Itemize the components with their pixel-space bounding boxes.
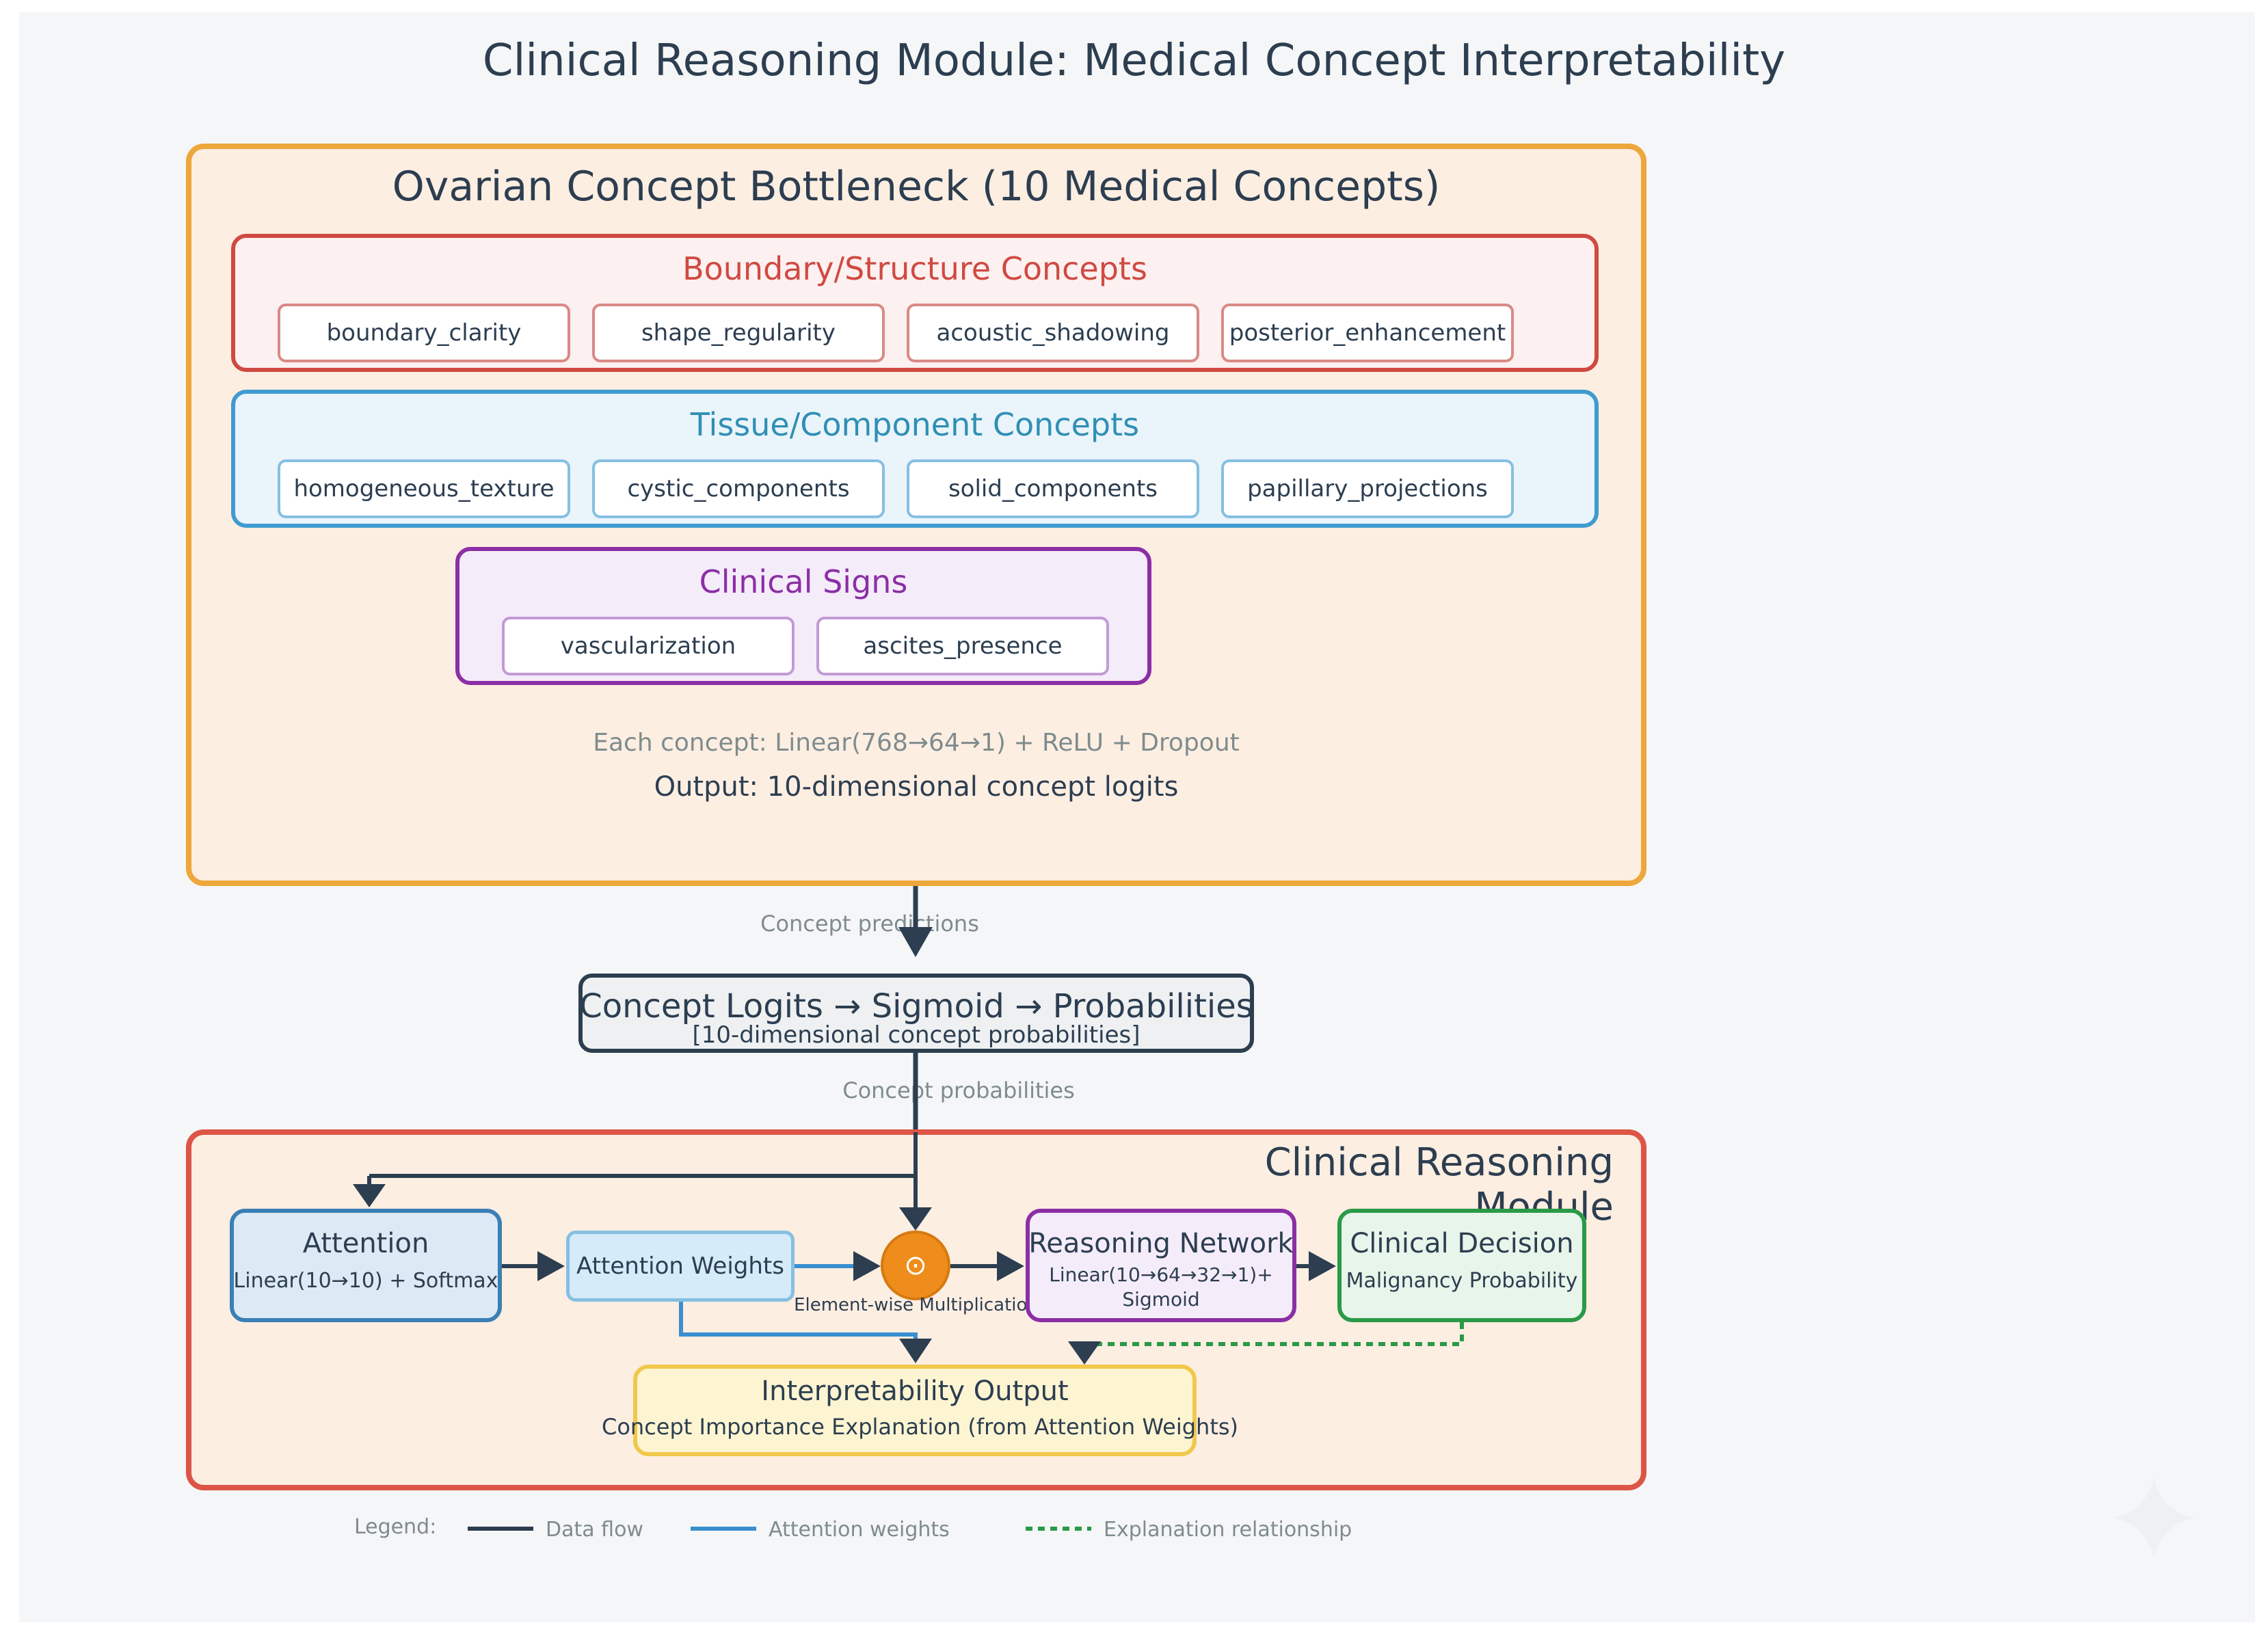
clinical-group-title: Clinical Signs: [699, 563, 908, 600]
concept-architecture-note: Each concept: Linear(768→64→1) + ReLU + …: [593, 729, 1240, 757]
reasoning-network-activation: Sigmoid: [1122, 1288, 1200, 1311]
concept-shape-regularity: shape_regularity: [592, 304, 885, 362]
concept-ascites-presence: ascites_presence: [816, 617, 1109, 675]
arrow-weights-to-interpretability: [679, 1302, 918, 1341]
reasoning-network-formula: Linear(10→64→32→1)+: [1049, 1263, 1273, 1286]
concept-solid-components: solid_components: [907, 459, 1199, 518]
attention-weights-label: Attention Weights: [576, 1252, 784, 1280]
attention-node: [230, 1209, 502, 1322]
concept-output-note: Output: 10-dimensional concept logits: [654, 771, 1179, 803]
arrow-loop-to-attention: [369, 1132, 918, 1178]
concept-boundary-clarity: boundary_clarity: [278, 304, 570, 362]
legend-item-data-flow: Data flow: [546, 1518, 643, 1542]
concept-homogeneous-texture: homogeneous_texture: [278, 459, 570, 518]
clinical-decision-title: Clinical Decision: [1350, 1228, 1574, 1259]
interpretability-output-node: [633, 1365, 1197, 1456]
probabilities-sub-label: [10-dimensional concept probabilities]: [692, 1021, 1140, 1049]
legend-label: Legend:: [354, 1515, 437, 1539]
arrowhead-to-attention: [353, 1184, 386, 1207]
arrowhead-reasoning-to-decision: [1309, 1251, 1336, 1281]
arrowhead-decision-to-interpretability: [1068, 1341, 1101, 1365]
multiply-icon: ⊙: [881, 1231, 950, 1300]
legend-item-attention-weights: Attention weights: [769, 1518, 950, 1542]
arrow-decision-to-interpretability: [1084, 1322, 1464, 1346]
attention-weights-node: [566, 1231, 795, 1302]
edge-label-concept-predictions: Concept predictions: [760, 911, 979, 937]
attention-formula: Linear(10→10) + Softmax: [233, 1269, 498, 1293]
clinical-decision-node: [1337, 1209, 1586, 1322]
reasoning-panel-title: Clinical Reasoning Module: [1264, 1140, 1614, 1229]
concept-papillary-projections: papillary_projections: [1221, 459, 1514, 518]
interpretability-sub: Concept Importance Explanation (from Att…: [602, 1414, 1239, 1440]
page-title: Clinical Reasoning Module: Medical Conce…: [482, 36, 1786, 86]
sparkle-watermark-icon: [2113, 1477, 2195, 1559]
arrowhead-attention-to-weights: [537, 1251, 565, 1281]
tissue-group-title: Tissue/Component Concepts: [690, 406, 1140, 443]
arrowhead-to-multiply: [899, 1207, 932, 1231]
multiply-symbol: ⊙: [904, 1250, 927, 1281]
legend-item-explanation: Explanation relationship: [1104, 1518, 1352, 1542]
concept-probabilities-node: [578, 974, 1254, 1053]
concept-posterior-enhancement: posterior_enhancement: [1221, 304, 1514, 362]
probabilities-main-label: Concept Logits → Sigmoid → Probabilities: [579, 987, 1253, 1025]
arrowhead-bottleneck-to-probabilities: [898, 927, 933, 957]
arrowhead-multiply-to-reasoning: [997, 1251, 1024, 1281]
arrowhead-weights-to-multiply: [853, 1251, 881, 1281]
attention-title: Attention: [302, 1228, 429, 1259]
interpretability-title: Interpretability Output: [761, 1376, 1069, 1407]
edge-label-concept-probabilities: Concept probabilities: [842, 1077, 1075, 1103]
concept-acoustic-shadowing: acoustic_shadowing: [907, 304, 1199, 362]
concept-cystic-components: cystic_components: [592, 459, 885, 518]
bottleneck-title: Ovarian Concept Bottleneck (10 Medical C…: [392, 163, 1441, 211]
reasoning-network-node: [1026, 1209, 1296, 1322]
boundary-group-title: Boundary/Structure Concepts: [682, 250, 1147, 287]
reasoning-network-title: Reasoning Network: [1028, 1228, 1294, 1259]
concept-vascularization: vascularization: [502, 617, 795, 675]
arrowhead-weights-to-interpretability: [899, 1339, 932, 1363]
multiply-label: Element-wise Multiplication: [794, 1295, 1039, 1315]
clinical-decision-sub: Malignancy Probability: [1346, 1269, 1578, 1293]
